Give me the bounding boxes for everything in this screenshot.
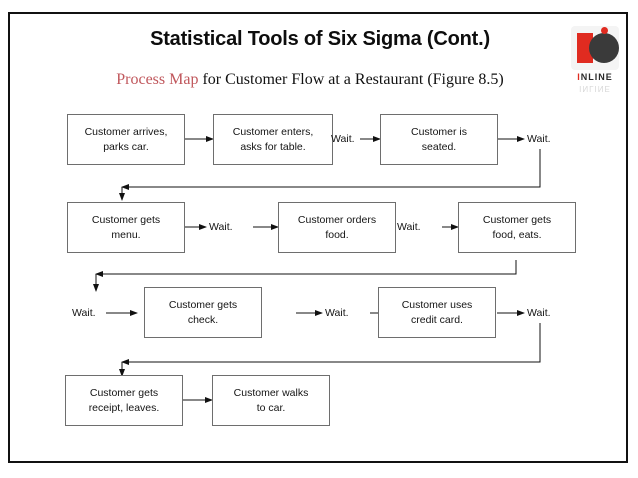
flow-node-label: Customer arrives, parks car. [85, 125, 168, 153]
flow-node-line1: Customer gets [89, 387, 159, 400]
flow-node-label: Customer gets food, eats. [483, 213, 551, 241]
flow-node-customer-gets-menu[interactable]: Customer gets menu. [67, 202, 185, 253]
process-map-flowchart: Customer arrives, parks car. Customer en… [10, 14, 630, 465]
logo-wordmark-rest: NLINE [580, 72, 613, 82]
flow-wait-label-7: Wait. [527, 307, 551, 319]
flow-node-line2: check. [187, 313, 219, 326]
flow-node-line1: Customer gets [168, 299, 238, 312]
flow-wait-label-3: Wait. [209, 221, 233, 233]
flow-node-customer-gets-receipt[interactable]: Customer gets receipt, leaves. [65, 375, 183, 426]
flow-node-line1: Customer gets [91, 214, 161, 227]
flow-node-line2: seated. [421, 140, 457, 153]
flow-node-customer-gets-food[interactable]: Customer gets food, eats. [458, 202, 576, 253]
flow-node-line2: food, eats. [492, 228, 542, 241]
flow-node-customer-seated[interactable]: Customer is seated. [380, 114, 498, 165]
flow-wait-label-1: Wait. [331, 133, 355, 145]
flow-node-customer-walks-to-car[interactable]: Customer walks to car. [212, 375, 330, 426]
logo-wordmark: INLINE [571, 72, 619, 82]
flow-node-label: Customer gets receipt, leaves. [89, 386, 160, 414]
flow-node-line2: food. [325, 228, 349, 241]
flow-node-line2: credit card. [411, 313, 463, 326]
flow-node-customer-orders-food[interactable]: Customer orders food. [278, 202, 396, 253]
flow-node-label: Customer walks to car. [234, 386, 309, 414]
inline-logo: INLINE INLINE [568, 22, 622, 100]
flow-node-line2: receipt, leaves. [88, 401, 160, 414]
flow-node-line1: Customer enters, [232, 126, 314, 139]
flow-node-label: Customer is seated. [411, 125, 467, 153]
flow-node-line1: Customer uses [401, 299, 473, 312]
flow-node-line1: Customer gets [482, 214, 552, 227]
flow-node-line2: menu. [111, 228, 141, 241]
flow-node-label: Customer uses credit card. [402, 298, 473, 326]
flow-node-line2: asks for table. [240, 140, 306, 153]
flow-wait-label-4: Wait. [397, 221, 421, 233]
flow-node-customer-arrives[interactable]: Customer arrives, parks car. [67, 114, 185, 165]
page-subtitle: Process Map for Customer Flow at a Resta… [10, 71, 610, 89]
flow-node-customer-uses-credit-card[interactable]: Customer uses credit card. [378, 287, 496, 338]
flow-node-customer-enters[interactable]: Customer enters, asks for table. [213, 114, 333, 165]
flow-node-line1: Customer orders [297, 214, 377, 227]
logo-wordmark-i: I [577, 72, 581, 82]
flow-wait-label-5: Wait. [72, 307, 96, 319]
logo-red-dot-icon [601, 27, 608, 34]
flow-node-customer-gets-check[interactable]: Customer gets check. [144, 287, 262, 338]
flow-wait-label-6: Wait. [325, 307, 349, 319]
logo-dark-circle-icon [589, 33, 619, 63]
flow-node-label: Customer gets menu. [92, 213, 160, 241]
flow-node-line1: Customer walks [233, 387, 309, 400]
flow-node-line2: to car. [256, 401, 286, 414]
flow-node-label: Customer enters, asks for table. [233, 125, 314, 153]
subtitle-rest: for Customer Flow at a Restaurant (Figur… [198, 71, 504, 88]
flow-node-label: Customer gets check. [169, 298, 237, 326]
logo-red-square-icon [577, 33, 593, 63]
flow-node-line2: parks car. [103, 140, 149, 153]
flow-wait-label-2: Wait. [527, 133, 551, 145]
page-title: Statistical Tools of Six Sigma (Cont.) [150, 28, 490, 50]
flow-node-label: Customer orders food. [298, 213, 376, 241]
slide-canvas: Statistical Tools of Six Sigma (Cont.) P… [8, 12, 628, 463]
flow-node-line1: Customer arrives, [84, 126, 168, 139]
subtitle-highlight: Process Map [116, 71, 199, 88]
flow-node-line1: Customer is [410, 126, 467, 139]
